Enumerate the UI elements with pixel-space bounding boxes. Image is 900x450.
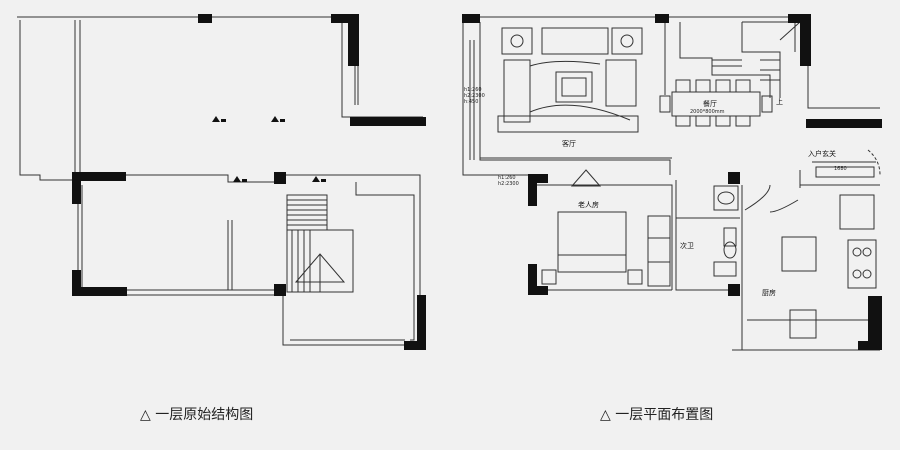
note-window-lower-h1: h1:260 (498, 175, 516, 181)
stair-original (286, 194, 354, 293)
furnished-layout-plan (462, 16, 881, 351)
label-kitchen: 厨房 (762, 288, 776, 297)
living-room-furniture (497, 27, 643, 133)
note-window-h2: h2:2300 (464, 93, 485, 99)
kitchen-sink (789, 309, 817, 339)
stove (847, 239, 877, 289)
dining-table (659, 79, 773, 127)
note-window-h1: h1:260 (464, 87, 482, 93)
label-elder-room: 老人房 (578, 200, 599, 209)
label-guest-bathroom: 次卫 (680, 241, 694, 250)
note-entrance-width: 1680 (834, 166, 847, 172)
fridge (839, 194, 875, 230)
label-dining-room: 餐厅 (703, 99, 717, 108)
caption-layout-plan: △ 一层平面布置图 (600, 407, 714, 423)
kitchen-island (781, 236, 817, 272)
note-table-size: 2000*800mm (690, 109, 725, 115)
wardrobe (647, 215, 671, 287)
label-entrance: 入户玄关 (808, 149, 836, 158)
label-living-room: 客厅 (562, 139, 576, 148)
bathroom-sink (713, 185, 739, 211)
stair-layout (679, 21, 808, 98)
bed (557, 211, 627, 273)
caption-original-structure: △ 一层原始结构图 (140, 407, 254, 423)
note-window-h: h:450 (464, 99, 478, 105)
label-stair-up: 上 (776, 97, 783, 106)
note-window-lower-h2: h2:2300 (498, 181, 519, 187)
toilet (723, 227, 737, 247)
